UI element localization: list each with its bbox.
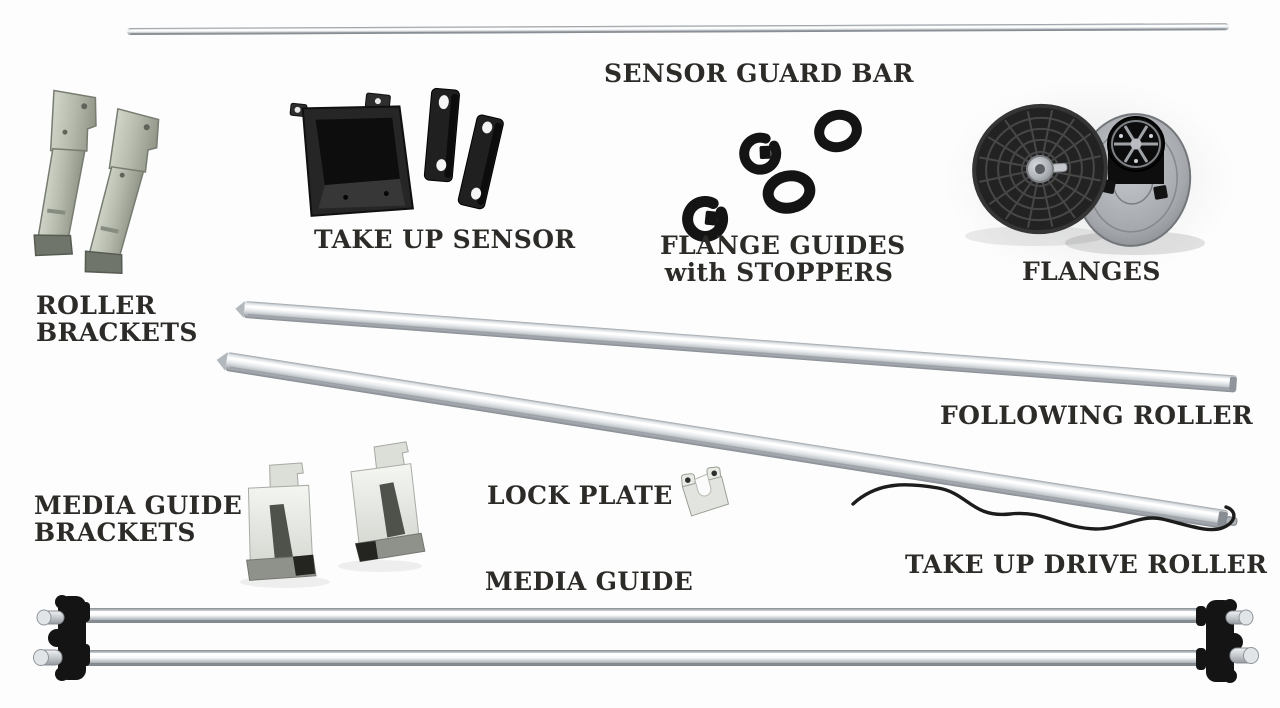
- media-guide-right-clamp: [1196, 599, 1259, 683]
- label-roller-brackets-line1: ROLLER: [36, 291, 156, 320]
- label-flanges: FLANGES: [1022, 257, 1161, 286]
- label-sensor-guard-bar: SENSOR GUARD BAR: [604, 59, 914, 88]
- label-media-guide-brackets: MEDIA GUIDE BRACKETS: [34, 492, 242, 546]
- label-take-up-drive-roller: TAKE UP DRIVE ROLLER: [905, 550, 1268, 579]
- sensor-cable-part: [851, 483, 1236, 532]
- label-following-roller: FOLLOWING ROLLER: [940, 401, 1254, 430]
- take-up-drive-roller-part: [216, 352, 1238, 529]
- following-roller-part: [235, 301, 1237, 393]
- label-media-guide-brackets-line2: BRACKETS: [34, 518, 196, 547]
- media-guide-part: [33, 595, 1259, 683]
- label-lock-plate: LOCK PLATE: [487, 481, 673, 510]
- sensor-guard-bar-part: [127, 23, 1230, 35]
- label-media-guide: MEDIA GUIDE: [485, 567, 694, 596]
- label-take-up-sensor: TAKE UP SENSOR: [314, 225, 576, 254]
- label-flange-guides-line1: FLANGE GUIDES: [660, 231, 906, 260]
- roller-brackets-part: [33, 89, 160, 275]
- label-roller-brackets-line2: BRACKETS: [36, 318, 198, 347]
- label-roller-brackets: ROLLER BRACKETS: [36, 292, 198, 346]
- lock-plate-part: [680, 466, 730, 517]
- media-guide-brackets-part: [240, 441, 426, 588]
- label-media-guide-brackets-line1: MEDIA GUIDE: [34, 491, 243, 520]
- flange-guides-part: [682, 109, 862, 242]
- label-flange-guides: FLANGE GUIDES with STOPPERS: [660, 231, 906, 287]
- media-guide-left-clamp: [33, 595, 90, 681]
- take-up-sensor-part: [289, 87, 504, 217]
- flanges-part: [965, 103, 1205, 255]
- label-flange-guides-line2: with STOPPERS: [664, 258, 894, 287]
